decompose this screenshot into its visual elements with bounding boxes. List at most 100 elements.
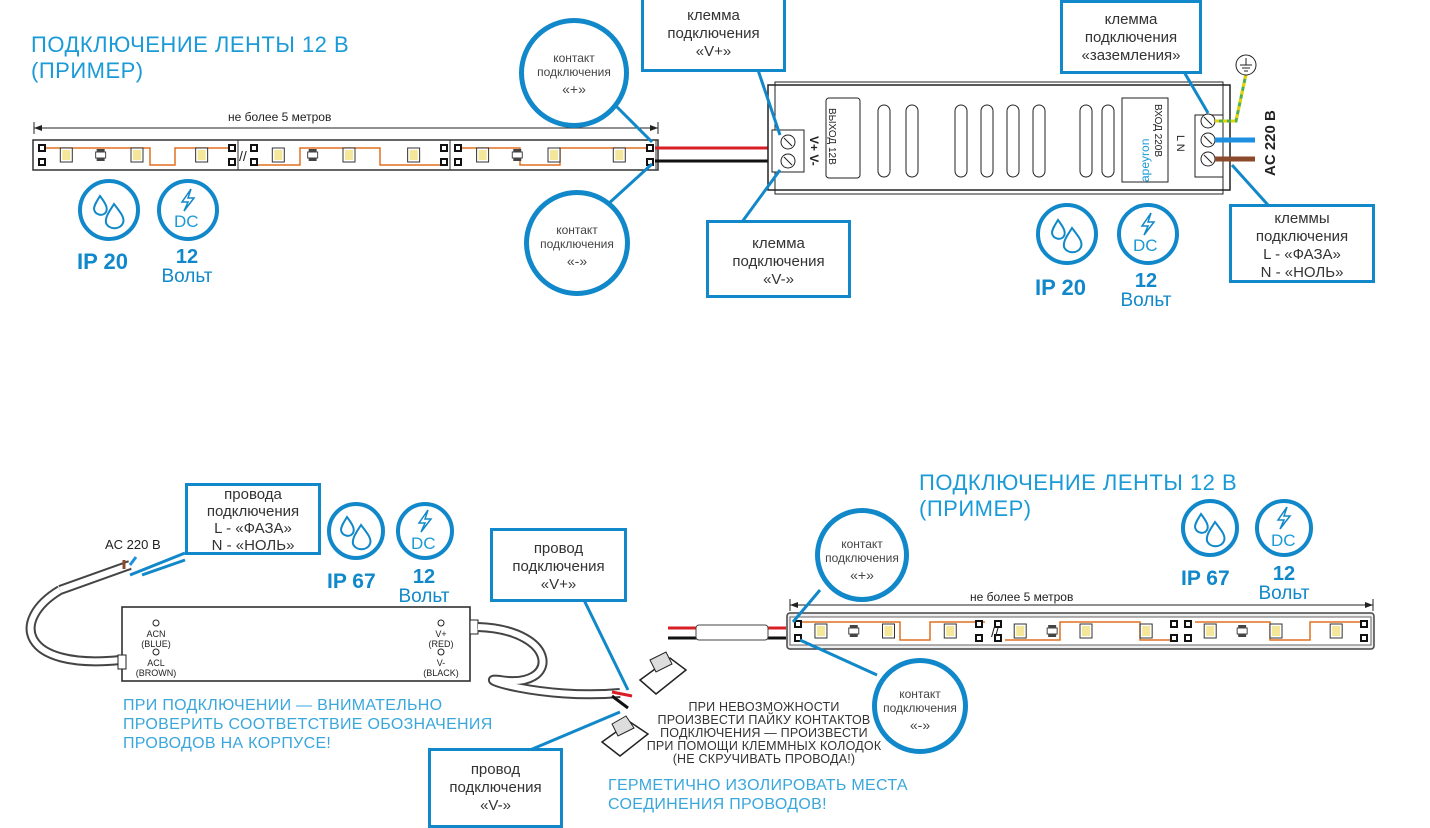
psu-vent-slot bbox=[905, 104, 919, 178]
terminal-block-2 bbox=[600, 715, 650, 757]
power-supply-bottom bbox=[25, 560, 621, 700]
svg-text://: // bbox=[239, 148, 247, 164]
strip-pad-minus bbox=[454, 158, 462, 166]
strip-led bbox=[943, 623, 957, 639]
psu-ip-rating-bottom: IP 67 bbox=[327, 570, 376, 593]
svg-text://: // bbox=[991, 624, 999, 640]
strip-led bbox=[1139, 623, 1153, 639]
strip-pad-plus bbox=[228, 144, 236, 152]
strip-pad-plus bbox=[975, 620, 983, 628]
strip-led bbox=[1079, 623, 1093, 639]
psu-output-label: ВЫХОД 12В bbox=[826, 108, 837, 165]
strip-resistor bbox=[511, 148, 523, 162]
water-drop-icon bbox=[1036, 203, 1098, 265]
strip-resistor bbox=[95, 148, 107, 162]
psu-vent-slot bbox=[980, 104, 994, 178]
psu-vent-slot bbox=[954, 104, 968, 178]
top-length-label: не более 5 метров bbox=[228, 110, 332, 124]
length-dimension-top bbox=[33, 122, 659, 134]
psu-acl-label: ACL(BROWN) bbox=[135, 658, 177, 678]
strip-led bbox=[1203, 623, 1217, 639]
strip-pad-plus bbox=[440, 144, 448, 152]
power-supply-top bbox=[767, 81, 1231, 195]
strip-dc-label-top: DC bbox=[174, 212, 199, 231]
bottom-length-label: не более 5 метров bbox=[970, 590, 1074, 604]
strip-resistor bbox=[848, 624, 860, 638]
strip-lead-wires bbox=[668, 624, 786, 641]
strip-led bbox=[342, 147, 356, 163]
mains-wires-top bbox=[1215, 54, 1257, 162]
top-title-line2: (ПРИМЕР) bbox=[31, 58, 144, 83]
psu-brand-label: apeyron bbox=[1138, 138, 1152, 182]
psu-vent-slot bbox=[1101, 104, 1115, 178]
psu-dc-label-top: DC bbox=[1133, 236, 1158, 255]
lightning-bolt-icon bbox=[1117, 203, 1179, 265]
bottom-title-line2: (ПРИМЕР) bbox=[919, 496, 1032, 521]
strip-pad-plus bbox=[1360, 620, 1368, 628]
strip-led bbox=[59, 147, 73, 163]
strip-pad-plus bbox=[1184, 620, 1192, 628]
strip-led bbox=[271, 147, 285, 163]
strip-ip-rating-top: IP 20 bbox=[77, 249, 128, 274]
strip-led bbox=[195, 147, 209, 163]
strip-led bbox=[814, 623, 828, 639]
lightning-bolt-icon bbox=[157, 179, 219, 241]
strip-pad-minus bbox=[228, 158, 236, 166]
ac-220-top-label: AC 220 В bbox=[1262, 110, 1279, 176]
strip-pad-plus bbox=[38, 144, 46, 152]
psu-dc-label-bottom: DC bbox=[411, 534, 436, 553]
strip-pad-minus bbox=[1170, 634, 1178, 642]
top-title-line1: ПОДКЛЮЧЕНИЕ ЛЕНТЫ 12 В bbox=[31, 32, 350, 57]
water-drop-icon bbox=[327, 502, 385, 560]
water-drop-icon bbox=[78, 179, 140, 241]
lightning-bolt-icon bbox=[396, 502, 454, 560]
strip-led bbox=[476, 147, 490, 163]
ac-wire-ends bbox=[122, 556, 138, 569]
psu-vent-slot bbox=[1032, 104, 1046, 178]
strip-pad-minus bbox=[1184, 634, 1192, 642]
strip-resistor bbox=[1046, 624, 1058, 638]
lightning-bolt-icon bbox=[1255, 499, 1313, 557]
strip-pad-minus bbox=[38, 158, 46, 166]
water-drop-icon bbox=[1181, 499, 1239, 557]
strip-pad-plus bbox=[1170, 620, 1178, 628]
led-strip-bottom: // bbox=[786, 612, 1375, 650]
strip-resistor bbox=[1236, 624, 1248, 638]
strip-led bbox=[407, 147, 421, 163]
psu-input-label: ВХОД 220В bbox=[1152, 104, 1163, 158]
strip-led bbox=[130, 147, 144, 163]
strip-led bbox=[547, 147, 561, 163]
psu-vv-label: V+ V- bbox=[807, 136, 821, 166]
psu-vent-slot bbox=[877, 104, 891, 178]
psu-acn-label: ACN(BLUE) bbox=[141, 629, 171, 649]
bottom-title-line1: ПОДКЛЮЧЕНИЕ ЛЕНТЫ 12 В bbox=[919, 470, 1238, 495]
strip-led bbox=[1329, 623, 1343, 639]
strip-led bbox=[1013, 623, 1027, 639]
strip-led bbox=[1269, 623, 1283, 639]
strip-resistor bbox=[307, 148, 319, 162]
psu-vplus-label: V+(RED) bbox=[428, 629, 454, 649]
leader-lines-bottom bbox=[129, 551, 878, 752]
length-dimension-bottom bbox=[789, 599, 1374, 611]
strip-pad-plus bbox=[454, 144, 462, 152]
strip-led bbox=[612, 147, 626, 163]
